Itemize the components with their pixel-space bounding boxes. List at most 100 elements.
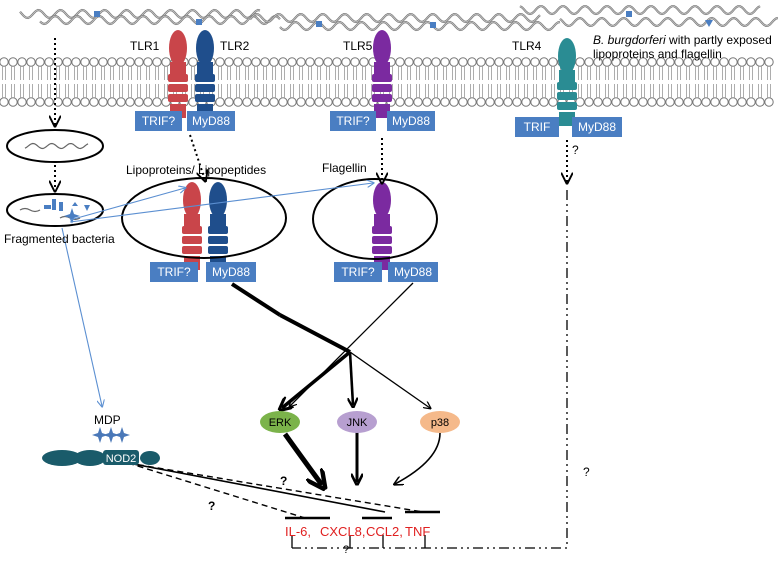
trif-surface-tlr4 (515, 117, 559, 137)
lipid-tail (137, 84, 141, 98)
lipid-tail (29, 66, 33, 80)
lipid-head (152, 97, 162, 107)
lipid-tail (533, 66, 537, 80)
lipid-head (71, 97, 81, 107)
lipid-tail (227, 84, 231, 98)
lipid-tail (308, 84, 312, 98)
lipid-head (404, 57, 414, 67)
lipid-head (629, 97, 639, 107)
trif-surface-tlr5-label: TRIF? (336, 114, 370, 128)
erk-to-cytokine-arrow (282, 432, 322, 485)
lipid-tail (11, 84, 15, 98)
lipid-head (332, 97, 342, 107)
lipid-tail (641, 66, 645, 80)
cytokine-il6: IL-6, (285, 524, 311, 539)
lipid-head (242, 57, 252, 67)
nod2-ccl2-line (127, 462, 386, 513)
lipid-head (8, 57, 18, 67)
lipid-head (467, 57, 477, 67)
lipid-head (521, 57, 531, 67)
tlr4-pathway-line (292, 190, 568, 549)
lipid-tail (362, 84, 366, 98)
lipid-tail (650, 84, 654, 98)
lipid-tail (218, 84, 222, 98)
lipid-head (665, 97, 675, 107)
lipid-tail (686, 66, 690, 80)
lipid-head (674, 97, 684, 107)
erk-label: ERK (269, 417, 292, 429)
lipid-head (656, 97, 666, 107)
lipid-tail (434, 84, 438, 98)
lipid-tail (2, 84, 6, 98)
lipid-head (512, 97, 522, 107)
lipid-tail (299, 66, 303, 80)
lipid-tail (515, 84, 519, 98)
lipid-tail (713, 66, 717, 80)
receptor-ectodomain (196, 30, 214, 66)
lipid-head (548, 97, 558, 107)
receptor-transmembrane-segment (195, 94, 215, 102)
tlr2-label: TLR2 (220, 39, 250, 53)
lipid-head (296, 97, 306, 107)
lipid-tail (632, 66, 636, 80)
tlr4-question-mark: ? (572, 143, 579, 157)
receptor-ectodomain (183, 182, 201, 218)
receptor-ectodomain (169, 30, 187, 66)
lipoprotein-label: Lipoproteins/ Lipopeptides (126, 163, 266, 177)
fragment-piece (19, 207, 41, 213)
lipid-head (332, 57, 342, 67)
lipid-tail (407, 84, 411, 98)
lipid-tail (596, 66, 600, 80)
lipid-head (755, 57, 765, 67)
lipid-head (233, 57, 243, 67)
lipid-head (98, 97, 108, 107)
vesicle-fragmented-bacteria (6, 193, 104, 227)
spirochete-highlight (559, 17, 778, 27)
lipid-head (494, 57, 504, 67)
lipid-tail (155, 84, 159, 98)
lipid-head (413, 97, 423, 107)
lipid-head (17, 57, 27, 67)
lipid-tail (128, 84, 132, 98)
lipid-tail (443, 84, 447, 98)
p38-to-cytokine-arrow (395, 432, 441, 484)
lipoprotein-release-arrow (69, 188, 185, 221)
lipid-head (44, 97, 54, 107)
lipid-head (161, 57, 171, 67)
lipid-tail (227, 66, 231, 80)
lipid-tail (110, 66, 114, 80)
lipid-tail (659, 84, 663, 98)
receptor-ectodomain (373, 182, 391, 218)
lipid-tail (416, 84, 420, 98)
spirochete-bacteria (19, 5, 778, 32)
lipid-tail (65, 66, 69, 80)
tlr2-signal-line (230, 282, 282, 317)
lipid-tail (623, 66, 627, 80)
lipid-head (719, 57, 729, 67)
lipid-tail (254, 66, 258, 80)
lipid-tail (470, 66, 474, 80)
receptor-ectodomain (209, 182, 227, 218)
receptor-transmembrane-segment (208, 246, 228, 254)
lipid-tail (641, 84, 645, 98)
lipid-head (278, 57, 288, 67)
lipid-tail (434, 66, 438, 80)
trif-surface-tlr2-label: TRIF? (142, 114, 176, 128)
fragment-piece (59, 202, 63, 211)
lipid-head (305, 97, 315, 107)
lipid-head (530, 97, 540, 107)
receptor-neck (197, 62, 213, 74)
lipid-tail (56, 84, 60, 98)
lipid-head (224, 57, 234, 67)
lipid-tail (299, 84, 303, 98)
lipid-tail (92, 84, 96, 98)
mdp-label: MDP (94, 413, 121, 427)
lipid-tail (551, 66, 555, 80)
tlr5-signal-line (290, 282, 414, 406)
surface-lipoprotein (94, 11, 100, 17)
lipid-tail (101, 84, 105, 98)
mdp-release-arrow (61, 227, 102, 406)
lipid-tail (317, 66, 321, 80)
lipid-tail (119, 66, 123, 80)
